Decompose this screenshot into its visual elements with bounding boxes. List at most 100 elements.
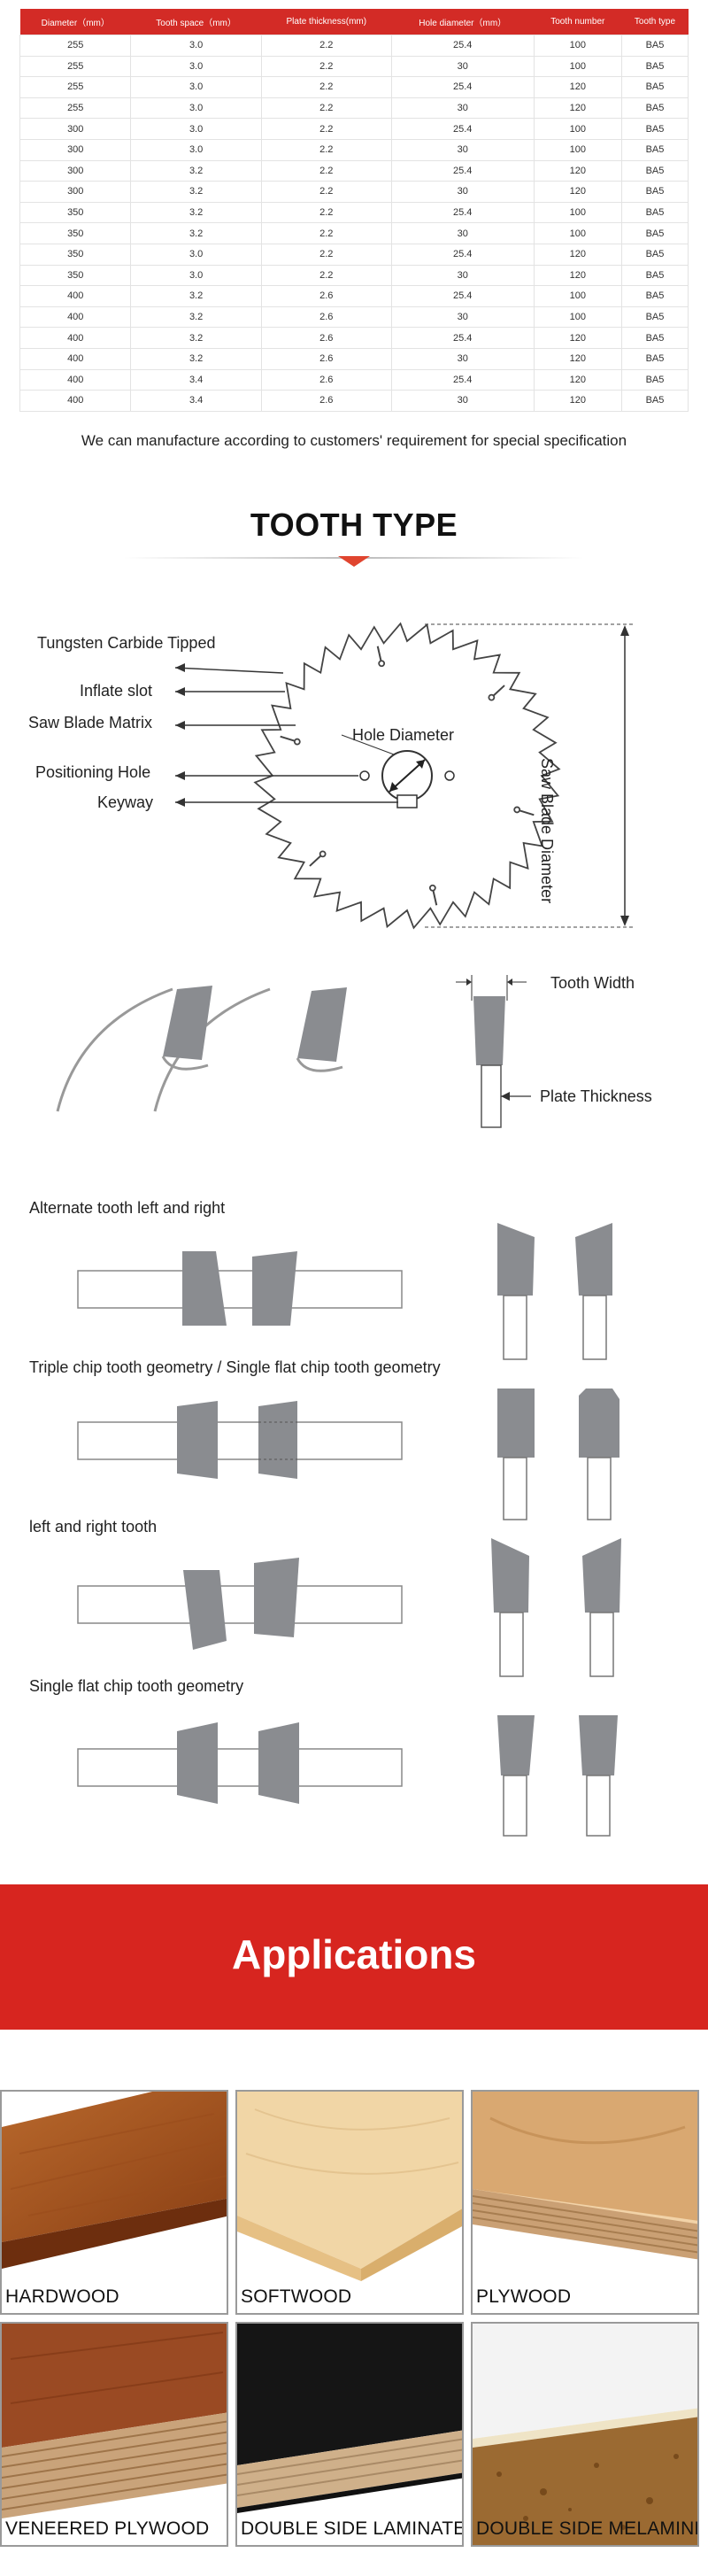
veneered-plywood-image (2, 2324, 227, 2518)
table-cell: 25.4 (391, 118, 535, 140)
table-cell: 2.2 (261, 138, 392, 161)
label-keyway: Keyway (97, 793, 154, 811)
softwood-image (237, 2092, 462, 2281)
table-cell: 25.4 (391, 327, 535, 349)
table-cell: BA5 (621, 285, 689, 307)
table-cell: BA5 (621, 222, 689, 244)
table-cell: 25.4 (391, 243, 535, 266)
table-cell: 300 (19, 118, 132, 140)
table-cell: BA5 (621, 159, 689, 182)
table-cell: 255 (19, 55, 132, 77)
table-cell: 120 (534, 327, 622, 349)
table-cell: 100 (534, 222, 622, 244)
spec-table: Diameter（mm）Tooth space（mm）Plate thickne… (19, 9, 689, 412)
table-cell: 2.2 (261, 222, 392, 244)
material-label-plywood: PLYWOOD (476, 2286, 572, 2307)
inflate-slot-end (319, 850, 327, 858)
material-tile-softwood: SOFTWOOD (235, 2090, 464, 2315)
saw-blade-diagram (174, 622, 633, 930)
material-label-double-side-laminate: DOUBLE SIDE LAMINATE (241, 2518, 464, 2539)
inflate-slot-end (293, 738, 301, 746)
geometry-drawing-3 (77, 1538, 621, 1677)
table-cell: BA5 (621, 327, 689, 349)
geometry-label-1: Alternate tooth left and right (29, 1199, 226, 1217)
table-cell: 30 (391, 181, 535, 203)
table-cell: 2.6 (261, 347, 392, 369)
table-cell: 3.2 (130, 159, 262, 182)
table-cell: BA5 (621, 118, 689, 140)
table-cell: 2.6 (261, 390, 392, 412)
table-cell: BA5 (621, 390, 689, 412)
table-cell: 3.0 (130, 138, 262, 161)
inflate-slot-end (513, 806, 521, 814)
table-cell: 400 (19, 327, 132, 349)
inflate-slot-end (428, 884, 436, 892)
table-cell: 2.2 (261, 264, 392, 286)
table-cell: 2.2 (261, 76, 392, 98)
table-cell: 255 (19, 76, 132, 98)
plate-front-view (481, 1064, 502, 1128)
table-cell: 100 (534, 35, 622, 57)
table-cell: 30 (391, 264, 535, 286)
title-arrow-icon (338, 556, 370, 567)
table-cell: 350 (19, 243, 132, 266)
table-cell: 2.2 (261, 201, 392, 223)
table-cell: BA5 (621, 347, 689, 369)
label-hole-diameter: Hole Diameter (352, 726, 455, 744)
label-saw-blade-matrix: Saw Blade Matrix (28, 714, 153, 731)
table-cell: 100 (534, 138, 622, 161)
table-cell: 2.2 (261, 55, 392, 77)
table-cell: 30 (391, 306, 535, 328)
geometry-label-4: Single flat chip tooth geometry (29, 1677, 244, 1695)
geometry-drawing-1 (77, 1223, 612, 1360)
spec-header-cell: Tooth number (534, 9, 622, 35)
table-cell: 255 (19, 35, 132, 57)
table-cell: BA5 (621, 76, 689, 98)
table-cell: BA5 (621, 243, 689, 266)
geometry-label-2: Triple chip tooth geometry / Single flat… (29, 1358, 441, 1376)
table-cell: 120 (534, 76, 622, 98)
positioning-hole-left (359, 770, 370, 781)
table-cell: 400 (19, 368, 132, 391)
applications-banner: Applications (0, 1884, 708, 2030)
material-label-softwood: SOFTWOOD (241, 2286, 352, 2307)
material-label-veneered-plywood: VENEERED PLYWOOD (5, 2518, 210, 2539)
geometry-label-3: left and right tooth (29, 1518, 158, 1536)
hardwood-image (2, 2092, 227, 2269)
inflate-slot-end (378, 660, 386, 668)
table-cell: 350 (19, 264, 132, 286)
table-cell: 120 (534, 181, 622, 203)
table-cell: 350 (19, 201, 132, 223)
label-plate-thickness: Plate Thickness (540, 1087, 652, 1105)
table-cell: 3.0 (130, 55, 262, 77)
table-cell: BA5 (621, 368, 689, 391)
table-cell: 3.2 (130, 347, 262, 369)
table-cell: BA5 (621, 138, 689, 161)
tooth-front-view (473, 996, 505, 1065)
table-cell: 2.2 (261, 243, 392, 266)
table-cell: 30 (391, 55, 535, 77)
geometry-drawing-2 (77, 1389, 620, 1520)
table-cell: 2.6 (261, 285, 392, 307)
spec-header-cell: Tooth space（mm） (130, 9, 262, 35)
geometry-drawing-4 (77, 1715, 618, 1837)
applications-title: Applications (231, 1931, 477, 1977)
material-label-double-side-melamine: DOUBLE SIDE MELAMINE (476, 2518, 699, 2539)
table-cell: 3.2 (130, 222, 262, 244)
table-cell: 25.4 (391, 368, 535, 391)
label-inflate-slot: Inflate slot (80, 682, 153, 700)
table-cell: 100 (534, 306, 622, 328)
spec-table-header-row: Diameter（mm）Tooth space（mm）Plate thickne… (19, 9, 689, 35)
tooth-detail-drawing (56, 975, 531, 1128)
positioning-hole-right (444, 770, 455, 781)
table-cell: 30 (391, 138, 535, 161)
